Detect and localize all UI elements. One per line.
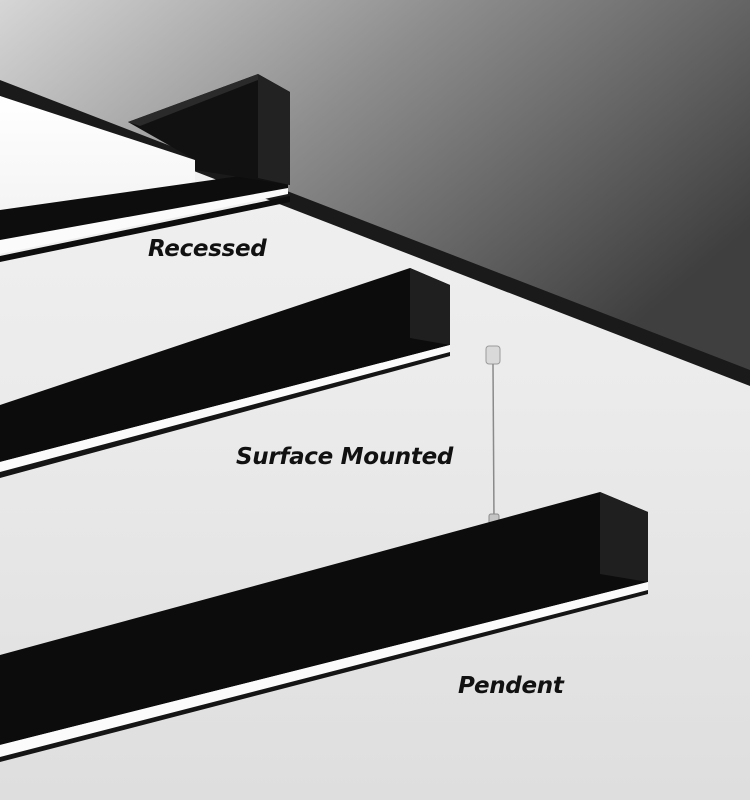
ceiling-panel (0, 96, 195, 232)
pendent-fixture (0, 345, 648, 762)
surface-mounted-fixture (0, 268, 450, 478)
ceiling-plane (0, 0, 750, 380)
surface-mounted-label: Surface Mounted (236, 444, 454, 470)
recessed-fixture (0, 74, 290, 262)
pendent-label: Pendent (458, 673, 564, 699)
recessed-label: Recessed (148, 236, 267, 262)
ceiling-edge (0, 80, 750, 386)
